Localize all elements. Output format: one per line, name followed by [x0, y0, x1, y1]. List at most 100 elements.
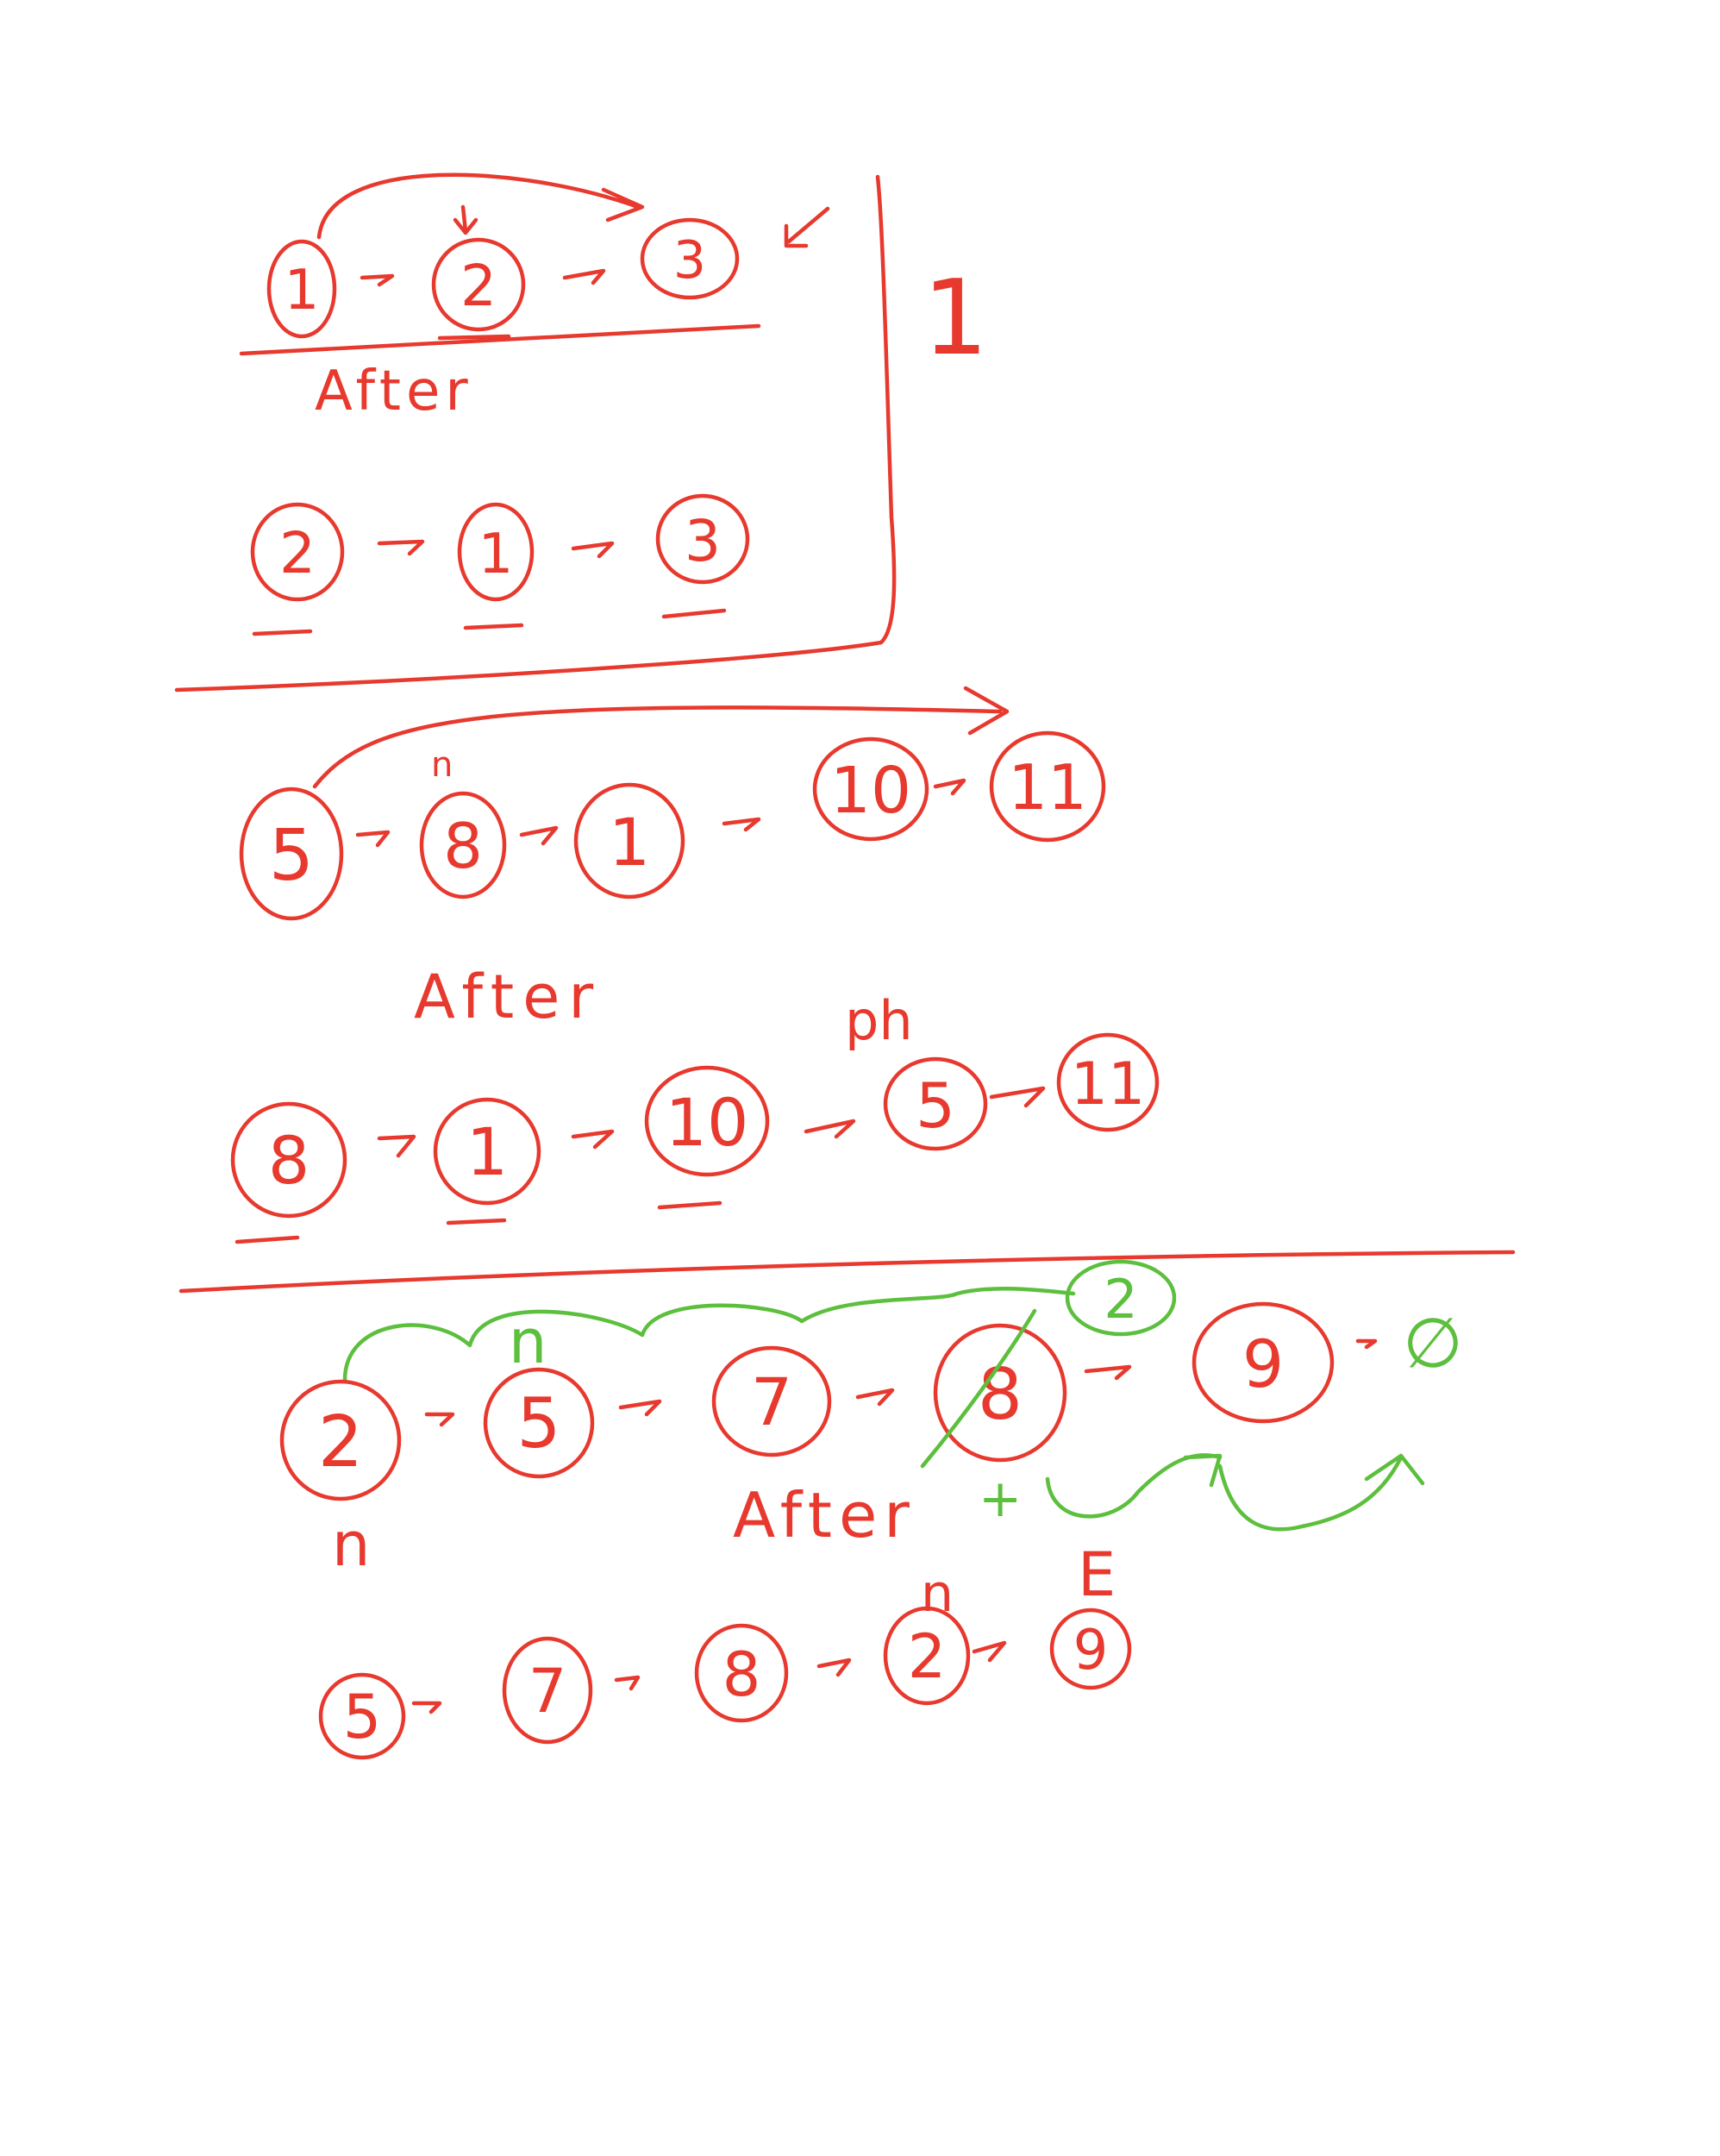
s1-after-underline-2 — [463, 623, 524, 630]
s2-pointer-label: n — [431, 745, 453, 785]
s3-inserted-node: 2 — [1065, 1259, 1177, 1337]
down-arrow-mark — [453, 204, 478, 235]
s3-after-arrow-3 — [816, 1658, 852, 1677]
s2-arrow-2 — [519, 825, 559, 846]
s2-before-node-10: 10 — [812, 736, 929, 842]
svg-text:8: 8 — [268, 1122, 310, 1199]
s2-swap-arrow — [312, 686, 1010, 789]
svg-text:1: 1 — [285, 259, 320, 323]
s3-after-arrow-1 — [411, 1701, 442, 1714]
svg-text:7: 7 — [529, 1656, 567, 1727]
s3-before-node-8: 8 — [933, 1323, 1067, 1463]
s3-arrow-1 — [424, 1412, 455, 1427]
s1-arrow-1 — [360, 273, 395, 287]
s1-arrow-2 — [562, 268, 606, 285]
svg-text:5: 5 — [916, 1069, 955, 1142]
s1-before-node-2: 2 — [431, 237, 526, 332]
swap-arrow — [316, 172, 645, 240]
section-divider — [178, 1250, 1516, 1294]
s2-after-node-10: 10 — [644, 1065, 770, 1177]
svg-text:10: 10 — [830, 754, 911, 828]
section-1-box-label: 1 — [923, 259, 988, 379]
s3-after-label: After — [733, 1479, 916, 1551]
s2-after-label: After — [414, 962, 602, 1032]
s2-before-node-8: 8 — [419, 791, 507, 899]
s2-arrow-1 — [355, 830, 391, 848]
s1-after-node-1: 1 — [457, 502, 535, 602]
s2-before-node-1: 1 — [573, 782, 685, 899]
svg-text:9: 9 — [1242, 1326, 1284, 1402]
svg-text:5: 5 — [343, 1682, 382, 1752]
section-1: 1 1 2 3 After 2 1 — [174, 172, 988, 693]
s3-null-symbol: ∅ — [1403, 1303, 1463, 1383]
s1-after-node-3: 3 — [655, 493, 750, 585]
svg-text:11: 11 — [1071, 1050, 1146, 1119]
section-3: n 2 2 5 7 8 9 ∅ — [279, 1259, 1463, 1760]
svg-text:10: 10 — [666, 1084, 749, 1161]
s2-after-node-1: 1 — [433, 1097, 541, 1206]
s3-after-arrow-2 — [614, 1675, 641, 1691]
svg-text:1: 1 — [478, 523, 514, 586]
s1-after-node-2: 2 — [250, 502, 345, 602]
s3-before-node-2: 2 — [279, 1379, 402, 1501]
s3-cross-out-8 — [920, 1308, 1037, 1469]
s2-after-pointer-label: ph — [845, 989, 913, 1052]
s3-plus-label: + — [979, 1469, 1022, 1529]
s2-after-arrow-3 — [804, 1119, 856, 1139]
s2-before-node-5: 5 — [239, 787, 344, 921]
svg-text:2: 2 — [908, 1621, 947, 1692]
s1-after-arrow-2 — [571, 541, 615, 559]
svg-text:3: 3 — [673, 230, 706, 291]
s3-end-label: E — [1078, 1539, 1116, 1610]
svg-text:5: 5 — [517, 1383, 561, 1463]
s3-after-arrow-4 — [972, 1640, 1007, 1663]
s3-after-node-9: 9 — [1049, 1608, 1132, 1690]
s3-pointer-label-bottom: n — [332, 1509, 370, 1580]
s3-after-node-5: 5 — [318, 1672, 406, 1760]
svg-text:8: 8 — [443, 810, 483, 882]
s3-pointer-label-top: n — [509, 1307, 547, 1377]
s3-green-link — [342, 1286, 1076, 1382]
s1-after-arrow-1 — [377, 539, 425, 556]
svg-text:3: 3 — [685, 508, 721, 574]
s2-before-node-11: 11 — [989, 730, 1106, 843]
s2-after-arrow-2 — [571, 1129, 615, 1150]
svg-text:1: 1 — [466, 1113, 508, 1190]
s2-after-underline-1 — [235, 1235, 300, 1244]
s1-before-node-3: 3 — [640, 217, 740, 300]
s1-before-node-1: 1 — [266, 239, 337, 339]
s3-arrow-5 — [1355, 1338, 1378, 1350]
s2-after-underline-2 — [446, 1218, 507, 1225]
s3-before-node-5: 5 — [483, 1367, 595, 1479]
s2-arrow-3 — [722, 817, 761, 832]
s3-arrow-2 — [618, 1399, 662, 1417]
s2-after-node-11: 11 — [1056, 1032, 1160, 1132]
side-arrow-mark — [784, 206, 830, 248]
s2-after-underline-3 — [657, 1200, 722, 1210]
s3-after-node-7: 7 — [502, 1636, 593, 1745]
svg-text:2: 2 — [1104, 1268, 1137, 1331]
s3-before-node-7: 7 — [711, 1345, 832, 1457]
s1-after-underline-1 — [252, 629, 313, 636]
svg-text:2: 2 — [279, 520, 316, 586]
s3-after-node-2: 2 — [883, 1606, 971, 1706]
s3-before-node-9: 9 — [1191, 1301, 1335, 1424]
s1-after-label: After — [315, 360, 473, 423]
s3-after-node-8: 8 — [694, 1623, 789, 1723]
s2-arrow-4 — [933, 778, 966, 796]
s3-arrow-4 — [1084, 1364, 1132, 1381]
svg-text:2: 2 — [460, 253, 497, 319]
svg-text:8: 8 — [978, 1354, 1023, 1436]
svg-text:9: 9 — [1073, 1619, 1109, 1683]
s3-insert-arrow-1 — [1045, 1453, 1223, 1519]
svg-text:7: 7 — [751, 1363, 792, 1440]
svg-text:1: 1 — [609, 804, 650, 881]
svg-text:5: 5 — [269, 815, 314, 897]
s1-divider-line — [239, 323, 761, 356]
s2-after-node-5: 5 — [883, 1056, 988, 1151]
s2-after-arrow-4 — [989, 1086, 1046, 1108]
svg-text:8: 8 — [722, 1639, 761, 1710]
s3-arrow-3 — [855, 1388, 895, 1407]
s1-after-underline-3 — [661, 608, 727, 619]
